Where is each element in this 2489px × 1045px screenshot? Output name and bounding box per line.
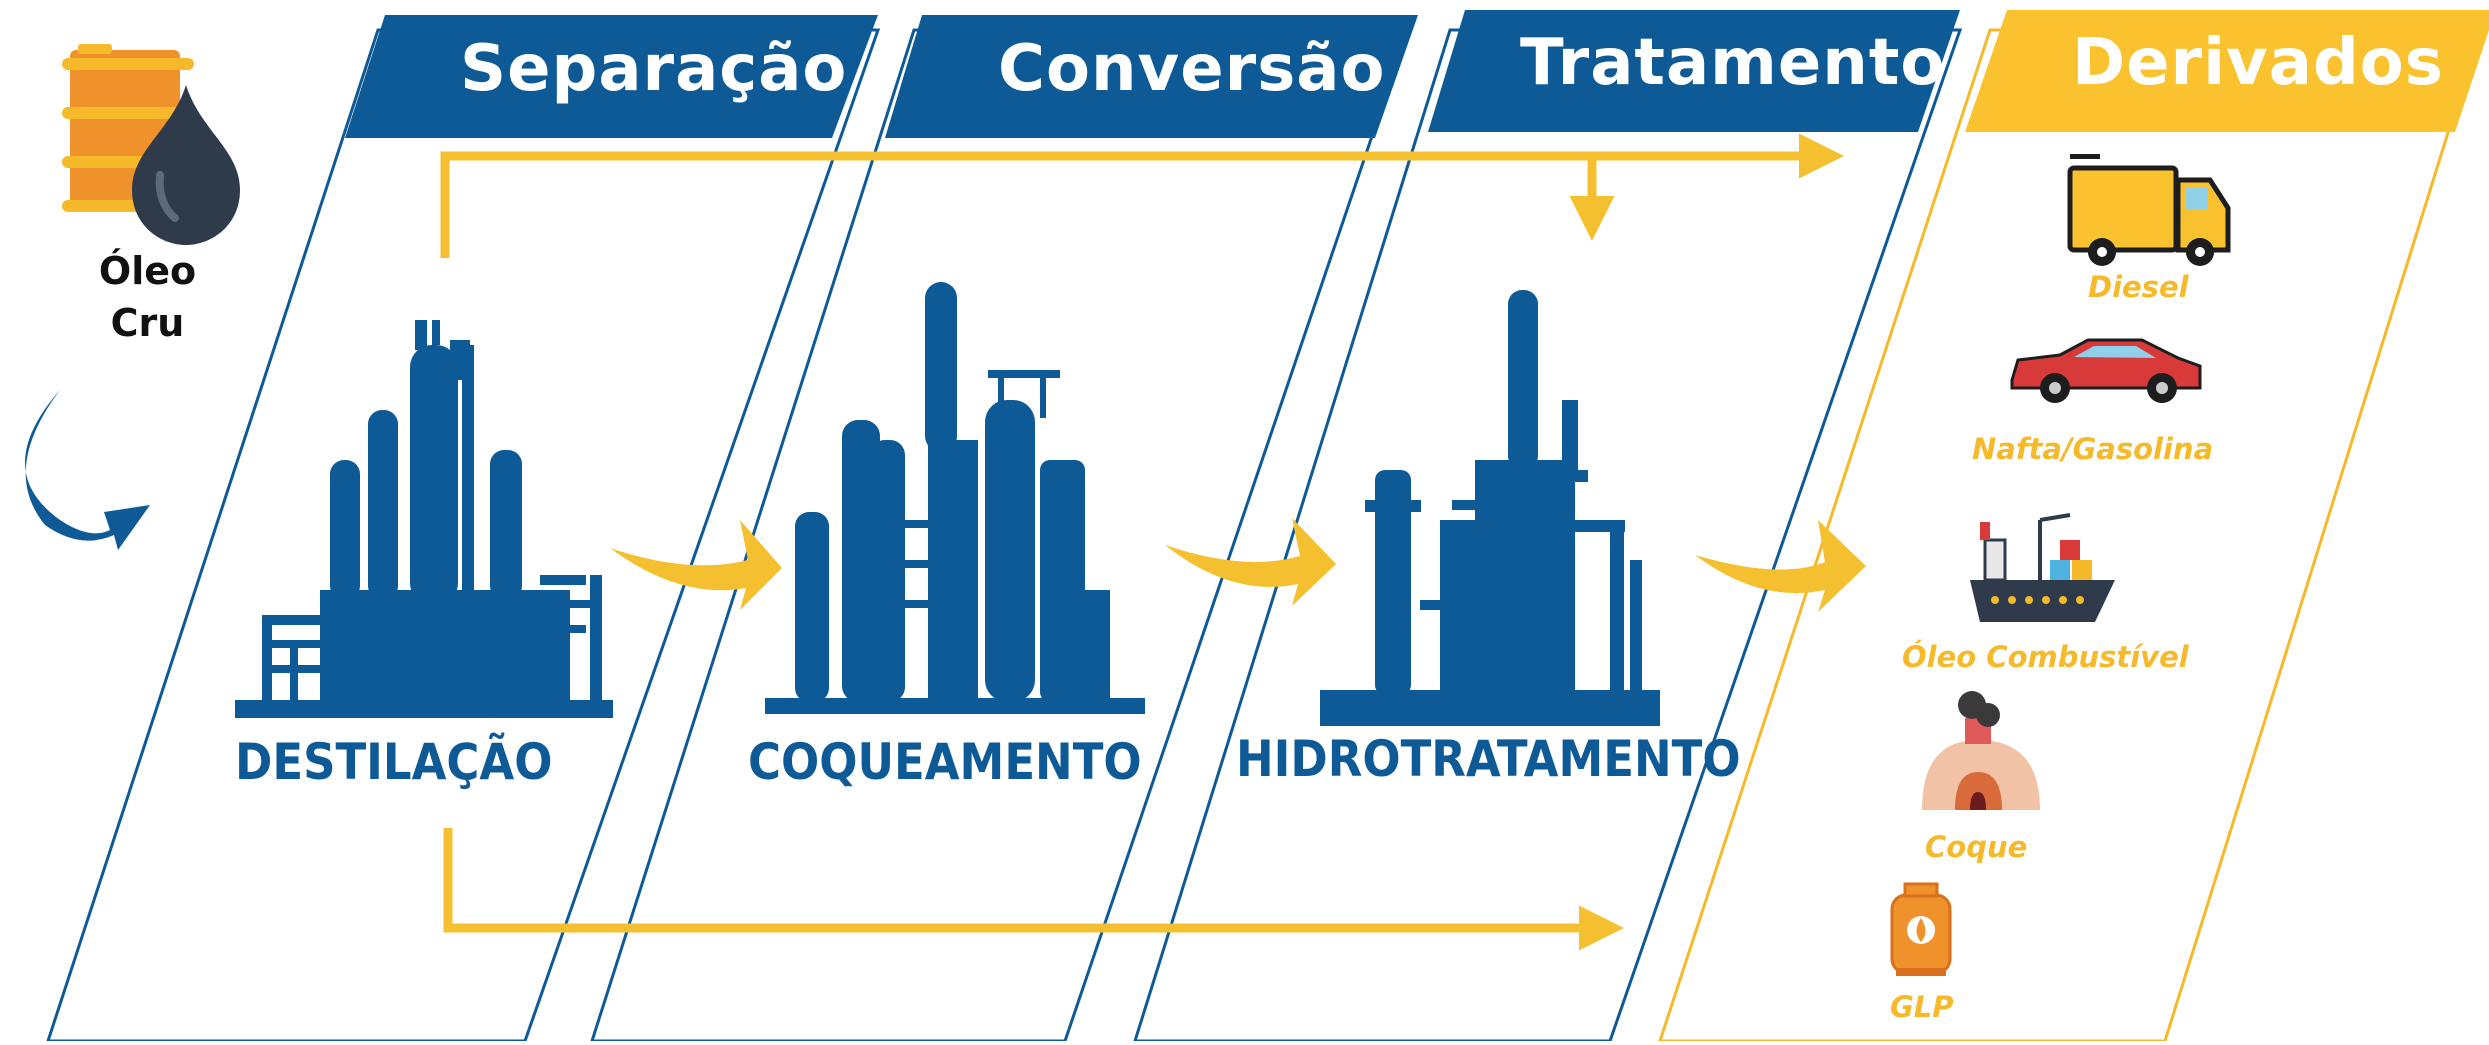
separacao-header: Separação: [460, 32, 848, 106]
arrow-coqueamento-to-hidrotratamento: [1165, 518, 1336, 606]
hidrotratamento-label: HIDROTRATAMENTO: [1236, 730, 1741, 788]
derivados-header-bar: [1965, 10, 2489, 132]
tratamento-header-bar: [1428, 10, 1960, 132]
conversao-header-bar: [885, 15, 1418, 138]
nafta-gasolina-label: Nafta/Gasolina: [1972, 432, 2214, 466]
blue-curved-arrow: [25, 390, 150, 550]
hidrotratamento-refinery-icon: [1320, 290, 1660, 726]
derivados-header: Derivados: [2072, 26, 2444, 100]
arrow-destilacao-to-coqueamento: [610, 520, 782, 610]
bottom-bypass-arrow: [443, 828, 1624, 951]
top-bypass-arrow: [440, 133, 1844, 258]
coqueamento-refinery-icon: [765, 282, 1145, 714]
diesel-label: Diesel: [2088, 270, 2189, 304]
coqueamento-label: COQUEAMENTO: [748, 733, 1142, 791]
ship-icon: [1970, 513, 2115, 622]
arrow-hidrotratamento-to-derivados: [1695, 520, 1866, 612]
separacao-header-bar: [345, 15, 878, 138]
destilacao-refinery-icon: [235, 320, 613, 718]
oil-drop-icon: [132, 85, 240, 245]
glp-label: GLP: [1890, 990, 1954, 1024]
coque-label: Coque: [1925, 830, 2028, 864]
car-icon: [2010, 338, 2202, 403]
oleo-combustivel-label: Óleo Combustível: [1902, 640, 2189, 674]
oven-icon: [1922, 691, 2040, 810]
destilacao-label: DESTILAÇÃO: [235, 733, 553, 791]
oleo-cru-line1: Óleo: [98, 249, 197, 293]
truck-icon: [2067, 154, 2231, 266]
tratamento-header: Tratamento: [1520, 26, 1946, 100]
gas-cylinder-icon: [1890, 882, 1952, 976]
conversao-header: Conversão: [998, 32, 1386, 106]
oleo-cru-line2: Cru: [110, 301, 185, 345]
oleo-cru-label: Óleo Cru: [95, 245, 200, 349]
